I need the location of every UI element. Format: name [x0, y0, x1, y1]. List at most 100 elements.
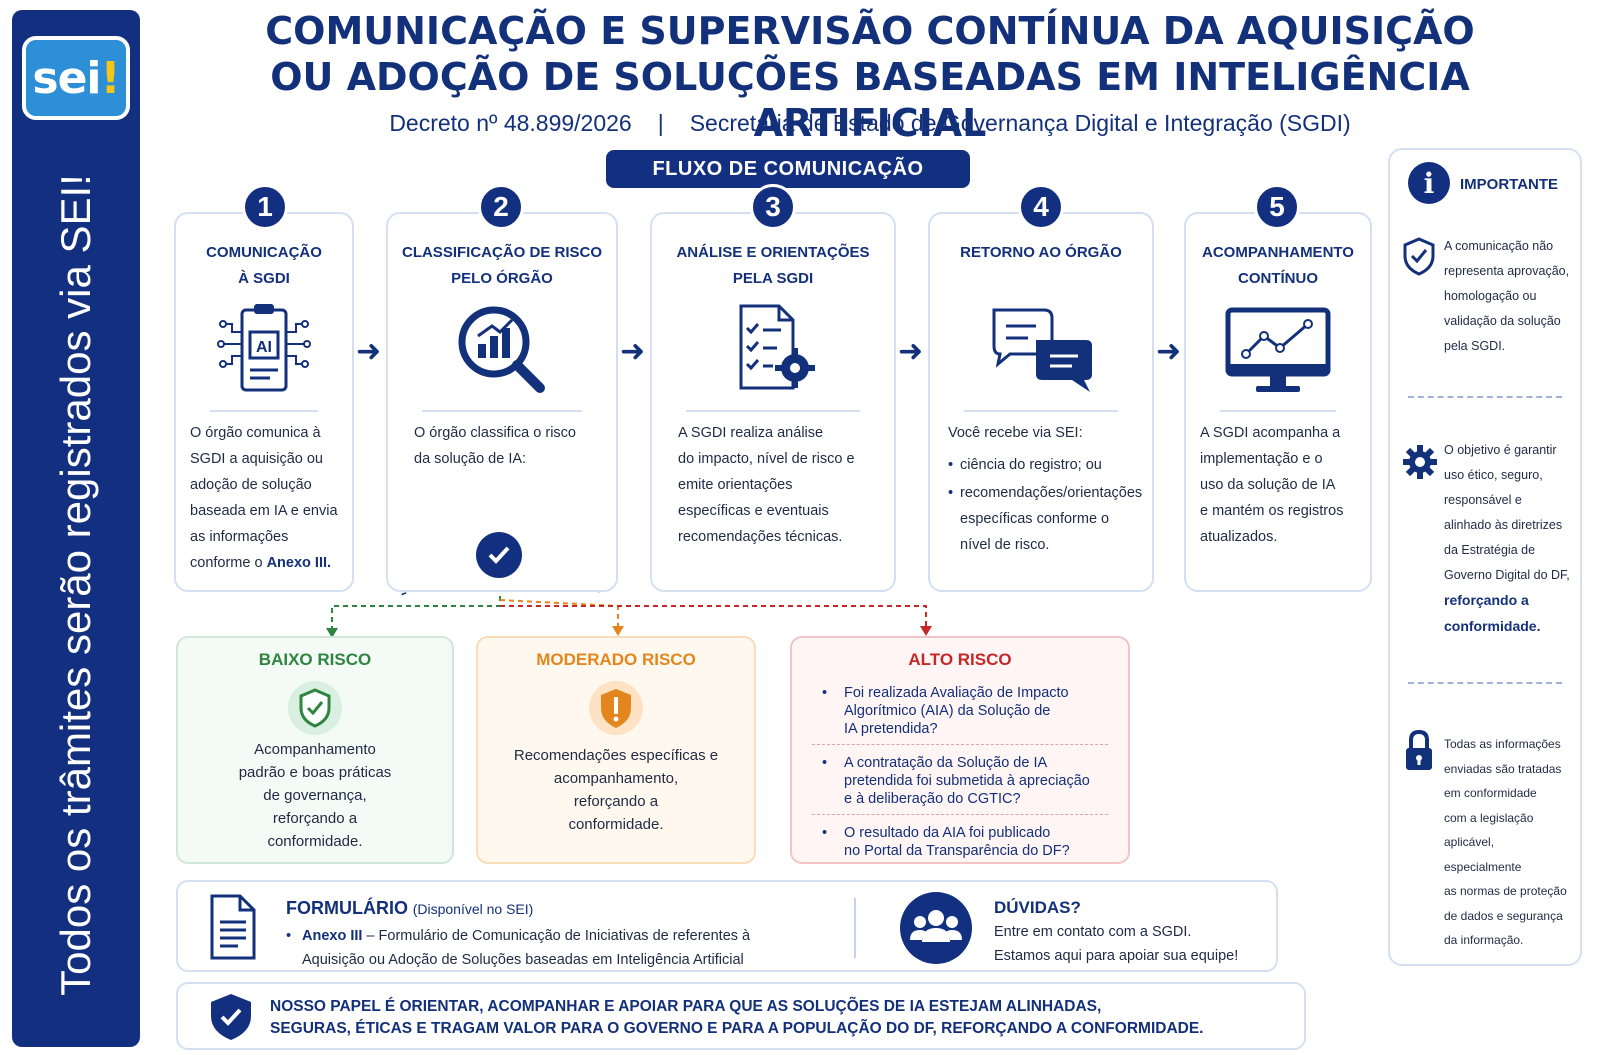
- checklist-gear-icon: [723, 302, 823, 399]
- gear-icon: [1402, 444, 1438, 485]
- shield-check-icon: [285, 680, 345, 741]
- checkmark-icon: [476, 532, 522, 578]
- info-icon: i: [1408, 162, 1450, 204]
- step-1-annex-prefix: conforme o: [190, 555, 267, 571]
- sei-logo-mark: !: [100, 52, 121, 104]
- step-3-body: A SGDI realiza análise do impacto, nível…: [678, 420, 884, 550]
- step-card-2: CLASSIFICAÇÃO DE RISCO PELO ÓRGÃO O órgã…: [386, 212, 618, 592]
- step-1-title-line-2: À SGDI: [238, 270, 290, 287]
- step-5-line: implementação e o: [1200, 451, 1323, 467]
- info-item-2: O objetivo é garantir uso ético, seguro,…: [1444, 443, 1570, 634]
- help-line-1: Entre em contato com a SGDI.: [994, 924, 1192, 940]
- important-header: IMPORTANTE: [1460, 176, 1559, 193]
- subtitle: Decreto nº 48.899/2026 | Secretaria de Est…: [160, 110, 1580, 137]
- step-5-body: A SGDI acompanha a implementação e o uso…: [1200, 420, 1360, 550]
- secretariat-text: Secretaria de Estado de Governança Digit…: [689, 110, 1351, 136]
- risk-low-body: Acompanhamento padrão e boas práticas de…: [238, 741, 392, 850]
- sidebar: sei! Todos os trâmites serão registrados…: [12, 10, 140, 1047]
- step-3-line: emite orientações: [678, 477, 793, 493]
- step-1-line: as informações: [190, 529, 289, 545]
- risk-high-title: ALTO RISCO: [908, 650, 1012, 669]
- form-help-bar: FORMULÁRIO (Disponível no SEI) Anexo III…: [176, 880, 1278, 972]
- step-1-line: adoção de solução: [190, 477, 312, 493]
- sei-logo: sei!: [22, 36, 130, 120]
- step-1-body: O órgão comunica à SGDI a aquisição ou a…: [190, 420, 342, 576]
- title-line-2: OU ADOÇÃO DE SOLUÇÕES BASEADAS EM INTELI…: [270, 55, 1470, 145]
- arrow-right-icon: ➜: [898, 335, 924, 368]
- risk-moderate-title: MODERADO RISCO: [536, 650, 696, 669]
- info-item-3: Todas as informações enviadas são tratad…: [1444, 737, 1567, 947]
- risk-low-title: BAIXO RISCO: [258, 650, 372, 669]
- subtitle-separator: |: [657, 110, 664, 136]
- arrow-right-icon: ➜: [620, 335, 646, 368]
- chat-bubbles-icon: [986, 302, 1096, 399]
- step-2-line: da solução de IA:: [414, 451, 527, 467]
- step-4-intro: Você recebe via SEI:: [948, 425, 1083, 441]
- annex-link[interactable]: Anexo III: [302, 928, 363, 944]
- step-4-bullet: ciência do registro; ou: [948, 452, 1142, 478]
- step-1-annex-link: Anexo III.: [266, 555, 332, 571]
- step-card-4: RETORNO AO ÓRGÃO Você recebe via SEI: ci…: [928, 212, 1154, 592]
- step-3-title-line-1: ANÁLISE E ORIENTAÇÕES: [676, 244, 870, 261]
- monitor-chart-icon: [1224, 302, 1332, 403]
- shield-check-icon: [208, 992, 254, 1047]
- step-3-line: recomendações técnicas.: [678, 529, 843, 545]
- step-5-title-line-1: ACOMPANHAMENTO: [1202, 244, 1354, 261]
- risk-high-question: A contratação da Solução de IA pretendid…: [822, 754, 1108, 808]
- step-number-3: 3: [750, 184, 796, 230]
- step-5-line: uso da solução de IA: [1200, 477, 1336, 493]
- step-2-title-line-2: PELO ÓRGÃO: [451, 270, 553, 287]
- risk-moderate-body: Recomendações específicas e acompanhamen…: [513, 747, 719, 833]
- form-availability: (Disponível no SEI): [412, 901, 534, 917]
- lock-icon: [1402, 728, 1436, 777]
- form-description: Anexo III – Formulário de Comunicação de…: [286, 924, 846, 972]
- step-1-line: conforme o Anexo III.: [190, 550, 342, 576]
- help-line-2: Estamos aqui para apoiar sua equipe!: [994, 948, 1239, 964]
- step-4-title-line-1: RETORNO AO ÓRGÃO: [960, 244, 1122, 261]
- role-statement: NOSSO PAPEL É ORIENTAR, ACOMPANHAR E APO…: [270, 998, 1204, 1037]
- risk-moderate-card: MODERADO RISCO Recomendações específicas…: [476, 636, 756, 864]
- title-line-1: COMUNICAÇÃO E SUPERVISÃO CONTÍNUA DA AQU…: [265, 9, 1475, 53]
- magnifier-chart-icon: [452, 302, 552, 399]
- step-number-4: 4: [1018, 184, 1064, 230]
- flow-label: FLUXO DE COMUNICAÇÃO: [606, 150, 970, 188]
- risk-high-question: Foi realizada Avaliação de Impacto Algor…: [822, 684, 1108, 738]
- important-panel: i IMPORTANTE A comunicação não represent…: [1388, 148, 1582, 966]
- sei-logo-text: sei: [32, 52, 101, 104]
- step-number-2: 2: [478, 184, 524, 230]
- arrow-right-icon: ➜: [1156, 335, 1182, 368]
- risk-high-card: ALTO RISCO Foi realizada Avaliação de Im…: [790, 636, 1130, 864]
- step-4-bullet: recomendações/orientações específicas co…: [948, 480, 1142, 558]
- step-card-1: COMUNICAÇÃO À SGDI AI O órgão comunica à…: [174, 212, 354, 592]
- step-card-5: ACOMPANHAMENTO CONTÍNUO A SGDI acompanha…: [1184, 212, 1372, 592]
- role-statement-bar: NOSSO PAPEL É ORIENTAR, ACOMPANHAR E APO…: [176, 982, 1306, 1050]
- step-3-line: específicas e eventuais: [678, 503, 829, 519]
- decree-text: Decreto nº 48.899/2026: [389, 110, 632, 136]
- shield-alert-icon: [586, 680, 646, 741]
- step-1-title-line-1: COMUNICAÇÃO: [206, 244, 322, 261]
- form-title: FORMULÁRIO (Disponível no SEI): [286, 898, 534, 918]
- step-1-line: O órgão comunica à: [190, 425, 321, 441]
- step-2-line: O órgão classifica o risco: [414, 425, 576, 441]
- step-5-line: A SGDI acompanha a: [1200, 425, 1341, 441]
- risk-high-question: O resultado da AIA foi publicado no Port…: [822, 824, 1108, 860]
- step-2-body: O órgão classifica o risco da solução de…: [414, 420, 606, 472]
- step-number-5: 5: [1254, 184, 1300, 230]
- ai-icon-text: AI: [256, 339, 272, 356]
- step-number-1: 1: [242, 184, 288, 230]
- step-card-3: ANÁLISE E ORIENTAÇÕES PELA SGDI A SGDI r…: [650, 212, 896, 592]
- step-3-line: do impacto, nível de risco e: [678, 451, 855, 467]
- info-item-1: A comunicação não representa aprovação, …: [1444, 239, 1570, 353]
- step-1-line: SGDI a aquisição ou: [190, 451, 323, 467]
- step-3-line: A SGDI realiza análise: [678, 425, 824, 441]
- step-3-title-line-2: PELA SGDI: [732, 270, 814, 287]
- page-title: COMUNICAÇÃO E SUPERVISÃO CONTÍNUA DA AQU…: [160, 8, 1580, 146]
- arrow-right-icon: ➜: [356, 335, 382, 368]
- shield-check-icon: [1402, 236, 1436, 281]
- people-group-icon: [898, 890, 974, 971]
- step-4-body: Você recebe via SEI: ciência do registro…: [948, 420, 1142, 558]
- risk-low-card: BAIXO RISCO Acompanhamento padrão e boas…: [176, 636, 454, 864]
- step-5-line: atualizados.: [1200, 529, 1278, 545]
- step-2-title-line-1: CLASSIFICAÇÃO DE RISCO: [401, 244, 602, 261]
- step-5-line: e mantém os registros: [1200, 503, 1344, 519]
